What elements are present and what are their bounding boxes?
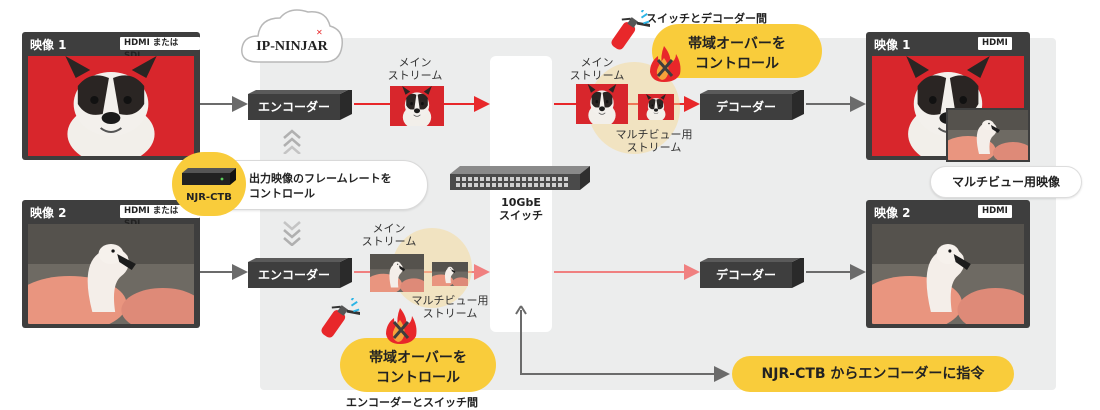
- top-bandwidth-line2: コントロール: [695, 56, 779, 72]
- multiview-caption-top: マルチビュー用 ストリーム: [606, 128, 702, 154]
- flame-icon-bottom: [384, 306, 418, 346]
- multiview-line1-b: マルチビュー用: [411, 294, 489, 307]
- ip-ninjar-logo: IP-NINJAR ✕: [238, 4, 346, 72]
- main-stream-line2: ストリーム: [387, 69, 443, 82]
- top-bandwidth-line1: 帯域オーバーを: [688, 36, 786, 52]
- main-stream-line1-b: メイン: [580, 56, 614, 69]
- output-monitor-1: 映像 1 HDMI: [866, 32, 1030, 162]
- source-2-label: 映像 2: [30, 206, 67, 220]
- multiview-thumb-top: [638, 94, 674, 120]
- main-stream-caption-top-left: メイン ストリーム: [380, 56, 450, 82]
- fire-extinguisher-icon-bottom: [315, 296, 362, 347]
- multiview-caption-bottom: マルチビュー用 ストリーム: [398, 294, 502, 320]
- switch-column: [490, 56, 552, 332]
- chevron-down-icon: [282, 220, 302, 247]
- switch-label-line2: スイッチ: [499, 209, 543, 222]
- logo-text: IP-NINJAR: [256, 39, 328, 54]
- multiview-thumb-bottom: [432, 262, 468, 286]
- ctb-badge: NJR-CTB: [172, 152, 246, 216]
- source-1-label: 映像 1: [30, 38, 67, 52]
- command-label: NJR-CTB からエンコーダーに指令: [732, 356, 1014, 392]
- encoder-2-label: エンコーダー: [257, 268, 330, 282]
- multiview-line2-b: ストリーム: [422, 307, 478, 320]
- ctb-callout-text: 出力映像のフレームレートを コントロール: [249, 171, 419, 201]
- top-bandwidth-caption: スイッチとデコーダー間: [646, 12, 767, 25]
- output-1-multiview-inset: [946, 108, 1030, 162]
- bottom-bandwidth-pill: 帯域オーバーを コントロール: [340, 338, 496, 392]
- svg-text:✕: ✕: [316, 28, 323, 37]
- main-stream-caption-bottom: メイン ストリーム: [354, 222, 424, 248]
- multiview-line2: ストリーム: [626, 141, 682, 154]
- decoder-1-label: デコーダー: [715, 100, 776, 114]
- ctb-callout-line2: コントロール: [249, 187, 315, 200]
- fire-extinguisher-icon: [605, 8, 652, 59]
- bottom-bandwidth-caption: エンコーダーとスイッチ間: [346, 396, 478, 409]
- main-stream-line1-c: メイン: [372, 222, 406, 235]
- output-monitor-2: 映像 2 HDMI: [866, 200, 1030, 328]
- output-2-tag: HDMI: [978, 205, 1012, 218]
- output-1-tag: HDMI: [978, 37, 1012, 50]
- output-2-label: 映像 2: [874, 206, 911, 220]
- ctb-device-icon: [182, 168, 236, 185]
- main-stream-thumb-top-right: [576, 84, 628, 124]
- encoder-2: エンコーダー: [248, 258, 352, 288]
- flame-icon: [648, 44, 682, 84]
- decoder-1: デコーダー: [700, 90, 804, 120]
- main-stream-line2-c: ストリーム: [361, 235, 417, 248]
- encoder-1-label: エンコーダー: [257, 100, 330, 114]
- multiview-output-label: マルチビュー用映像: [930, 166, 1082, 198]
- switch-caption: 10GbE スイッチ: [490, 196, 552, 222]
- output-1-label: 映像 1: [874, 38, 911, 52]
- switch-label-line1: 10GbE: [501, 196, 541, 209]
- source-monitor-1: 映像 1 HDMI または SDI: [22, 32, 200, 160]
- bottom-bandwidth-line2: コントロール: [376, 370, 460, 386]
- decoder-2: デコーダー: [700, 258, 804, 288]
- ctb-callout-line1: 出力映像のフレームレートを: [249, 172, 392, 185]
- main-stream-caption-top-right: メイン ストリーム: [562, 56, 632, 82]
- network-switch-icon: [450, 166, 590, 192]
- encoder-1: エンコーダー: [248, 90, 352, 120]
- main-stream-line2-b: ストリーム: [569, 69, 625, 82]
- ctb-badge-label: NJR-CTB: [186, 192, 232, 203]
- source-monitor-2: 映像 2 HDMI または SDI: [22, 200, 200, 328]
- chevron-up-icon: [282, 128, 302, 155]
- bottom-bandwidth-line1: 帯域オーバーを: [369, 350, 467, 366]
- decoder-2-label: デコーダー: [715, 268, 776, 282]
- main-stream-thumb-bottom: [370, 254, 424, 292]
- command-path: [520, 310, 730, 382]
- main-stream-line1: メイン: [398, 56, 432, 69]
- multiview-line1: マルチビュー用: [615, 128, 693, 141]
- main-stream-thumb-top-left: [390, 86, 444, 126]
